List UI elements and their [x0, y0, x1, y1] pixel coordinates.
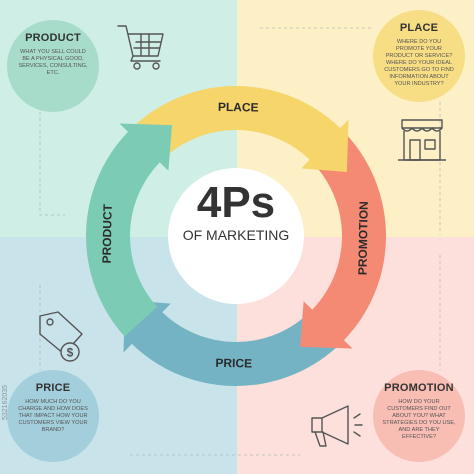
stock-id: 532162035: [2, 384, 9, 420]
storefront-icon: [398, 119, 446, 161]
product-card-text: WHAT YOU SELL COULD BE A PHYSICAL GOOD, …: [18, 49, 88, 76]
shopping-cart-icon: [117, 25, 164, 70]
product-card-title: PRODUCT: [25, 32, 81, 44]
arrow-segment-promotion: [300, 135, 386, 349]
center-title: 4Ps OF MARKETING: [171, 178, 301, 244]
segment-label-place: PLACE: [218, 100, 259, 115]
megaphone-icon: [311, 405, 363, 447]
arrow-segment-product: [85, 123, 172, 337]
segment-labels: PRODUCT PLACE PROMOTION PRICE: [100, 100, 371, 371]
price-card: PRICE HOW MUCH DO YOU CHARGE AND HOW DOE…: [7, 370, 99, 462]
promotion-card: PROMOTION HOW DO YOUR CUSTOMERS FIND OUT…: [373, 370, 465, 462]
subtitle: OF MARKETING: [182, 227, 290, 243]
arrow-segment-place: [135, 85, 349, 172]
segment-label-product: PRODUCT: [100, 203, 115, 263]
place-card-text: WHERE DO YOU PROMOTE YOUR PRODUCT OR SER…: [384, 39, 454, 87]
svg-text:$: $: [67, 346, 74, 360]
price-card-text: HOW MUCH DO YOU CHARGE AND HOW DOES THAT…: [18, 399, 88, 433]
promotion-card-text: HOW DO YOUR CUSTOMERS FIND OUT ABOUT YOU…: [382, 399, 456, 440]
main-title: 4Ps: [196, 178, 276, 227]
place-card-title: PLACE: [399, 22, 439, 34]
segment-label-promotion: PROMOTION: [356, 201, 371, 275]
price-card-title: PRICE: [35, 382, 71, 394]
price-tag-icon: $: [39, 311, 83, 362]
cycle-ring: [85, 85, 386, 386]
promotion-card-title: PROMOTION: [384, 382, 454, 394]
segment-label-price: PRICE: [215, 356, 252, 371]
arrow-segment-price: [123, 300, 337, 386]
product-card: PRODUCT WHAT YOU SELL COULD BE A PHYSICA…: [7, 20, 99, 112]
place-card: PLACE WHERE DO YOU PROMOTE YOUR PRODUCT …: [373, 10, 465, 102]
center-circle: [168, 168, 304, 304]
